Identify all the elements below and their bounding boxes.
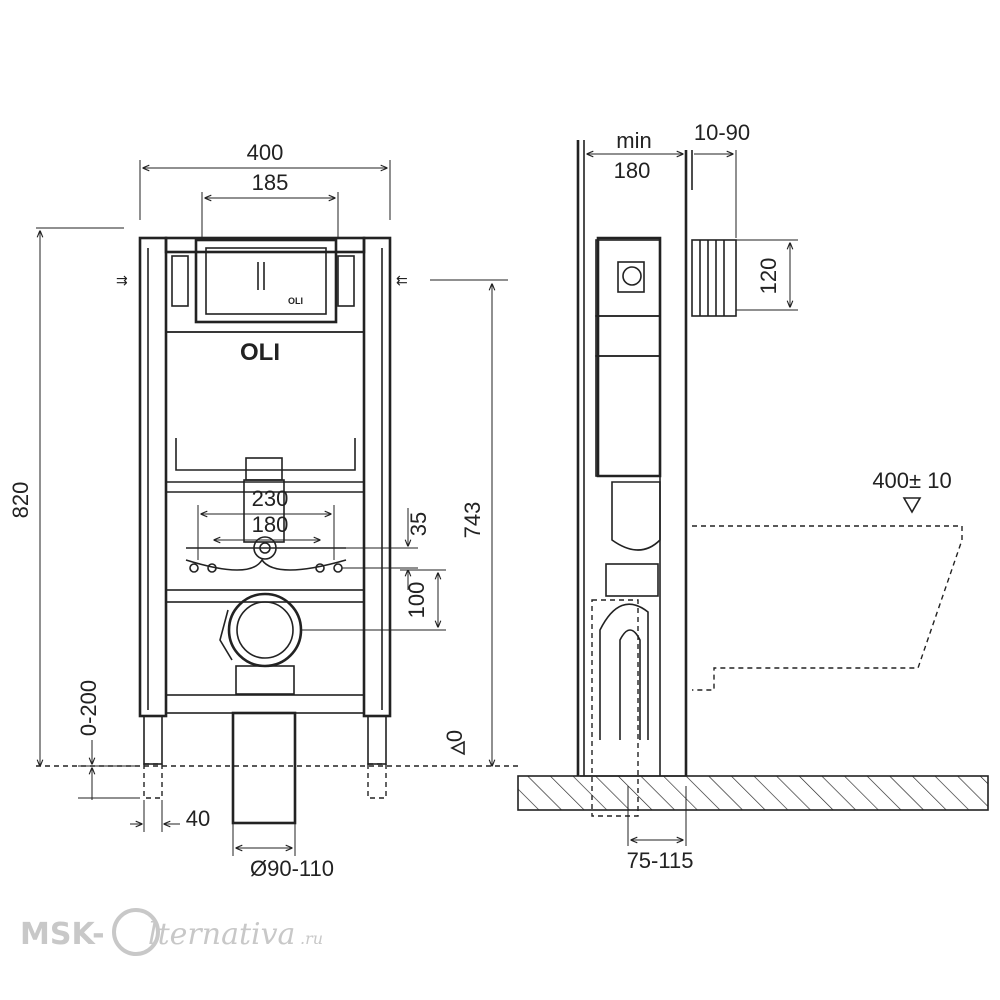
watermark-prefix: MSK- xyxy=(20,917,105,952)
inlet-block: 120 xyxy=(691,239,798,317)
dim-inlet-adjust: 10-90 xyxy=(694,120,750,238)
dim-bowl-height-label: 400± 10 xyxy=(872,468,951,493)
side-view: min 180 10-90 xyxy=(517,120,989,873)
watermark: MSK- lternativa .ru xyxy=(20,908,323,956)
dim-depth-value: 180 xyxy=(614,158,651,183)
dim-0-200-label: 0-200 xyxy=(76,680,101,736)
dim-185: 185 xyxy=(201,170,339,238)
dim-400-label: 400 xyxy=(247,140,284,165)
dim-820-label: 820 xyxy=(8,482,33,519)
dim-inlet-height-label: 120 xyxy=(756,258,781,295)
left-arrow-icon: ⇉ xyxy=(116,272,128,288)
dim-depth-min: min xyxy=(616,128,651,153)
brand-logo: OLI xyxy=(240,339,280,366)
toilet-bowl: 400± 10 xyxy=(692,468,963,691)
right-arrow-icon: ⇇ xyxy=(396,272,408,288)
floor-marker-label: 0 xyxy=(442,730,467,742)
dim-180-label: 180 xyxy=(252,512,289,537)
dim-743: 743 xyxy=(430,279,508,766)
dim-35: 35 xyxy=(282,508,431,590)
dim-floor-depth: 75-115 xyxy=(627,786,694,873)
floor-marker: 0 xyxy=(442,730,467,756)
dim-35-label: 35 xyxy=(406,512,431,536)
dim-40-label: 40 xyxy=(186,806,210,831)
dim-230-label: 230 xyxy=(252,486,289,511)
dim-400: 400 xyxy=(139,140,391,220)
dim-40: 40 xyxy=(130,800,210,832)
dim-100: 100 xyxy=(300,569,446,631)
dim-230-180: 230 180 xyxy=(197,486,335,560)
dim-100-label: 100 xyxy=(404,582,429,619)
watermark-domain: .ru xyxy=(300,929,323,948)
front-view: 400 185 OLI OLI xyxy=(8,140,520,881)
dim-floor-depth-label: 75-115 xyxy=(627,848,694,873)
dim-inlet-adjust-label: 10-90 xyxy=(694,120,750,145)
dim-820: 820 xyxy=(8,227,124,766)
at-sign-icon xyxy=(112,908,160,956)
dim-diameter-label: Ø90-110 xyxy=(250,856,334,881)
small-logo: OLI xyxy=(288,296,303,306)
dim-743-label: 743 xyxy=(460,502,485,539)
floor xyxy=(517,599,989,817)
dim-diameter: Ø90-110 xyxy=(232,823,334,881)
dim-depth: min 180 xyxy=(587,128,683,183)
dim-0-200: 0-200 xyxy=(76,680,140,800)
dim-185-label: 185 xyxy=(252,170,289,195)
cistern-body xyxy=(580,236,686,777)
watermark-suffix: lternativa xyxy=(148,917,295,952)
